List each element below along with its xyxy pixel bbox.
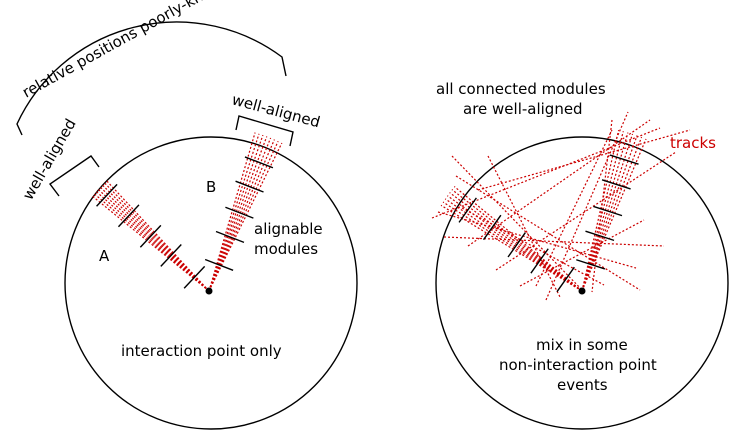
left-a-track-4 — [98, 189, 210, 292]
right-detector-circle — [435, 136, 729, 430]
right-b-module-2 — [585, 230, 615, 242]
left-panel: relative positions poorly-known well-ali… — [16, 0, 358, 430]
left-a-module-4 — [117, 204, 140, 228]
left-b-track-7 — [208, 140, 279, 292]
left-a-module-3 — [139, 224, 162, 248]
right-tracks — [431, 111, 691, 301]
tracks-label: tracks — [670, 134, 716, 152]
right-bottom-caption-line2: non-interaction point — [499, 356, 657, 374]
right-a-module-1 — [556, 266, 575, 293]
left-modules — [96, 156, 274, 289]
left-b-track-3 — [208, 134, 264, 292]
left-b-module-1 — [204, 258, 234, 271]
right-b-module-1 — [576, 259, 606, 270]
right-extra-track-9 — [477, 129, 691, 191]
right-a-track-7 — [453, 186, 583, 292]
poorly-known-bracket — [16, 21, 287, 136]
right-b-module-5 — [609, 154, 639, 165]
right-a-module-2 — [530, 248, 549, 274]
right-b-track-7 — [581, 138, 647, 292]
right-modules — [458, 154, 639, 293]
left-a-track-2 — [94, 193, 210, 292]
right-a-track-3 — [444, 198, 583, 292]
right-a-track-5 — [449, 192, 583, 292]
left-a-module-1 — [183, 265, 206, 289]
right-extra-track-12 — [495, 151, 677, 271]
left-a-track-5 — [100, 186, 210, 292]
right-extra-track-4 — [467, 119, 651, 247]
right-extra-track-14 — [461, 207, 605, 286]
right-extra-track-3 — [443, 236, 665, 247]
left-a-module-5 — [96, 183, 118, 207]
group-a-bracket-label: well-aligned — [19, 116, 80, 203]
group-a-name: A — [99, 247, 110, 265]
right-a-track-6 — [451, 189, 583, 292]
right-panel: all connected modules are well-aligned t… — [431, 80, 729, 430]
left-a-track-7 — [104, 182, 210, 292]
alignable-modules-label-line2: modules — [254, 240, 318, 258]
left-b-track-8 — [208, 142, 283, 292]
right-extra-track-11 — [455, 175, 641, 291]
right-a-module-5 — [458, 197, 477, 223]
right-bottom-caption-line1: mix in some — [536, 336, 628, 354]
right-a-module-4 — [482, 214, 502, 241]
left-a-module-2 — [160, 244, 182, 267]
left-caption: interaction point only — [121, 342, 282, 360]
right-a-track-1 — [440, 204, 583, 292]
left-b-module-4 — [235, 180, 264, 193]
right-extra-track-1 — [431, 127, 661, 219]
right-extra-track-10 — [545, 111, 629, 301]
left-detector-circle — [64, 136, 358, 430]
left-b-track-5 — [208, 137, 272, 292]
right-b-track-6 — [581, 136, 643, 292]
left-tracks — [92, 132, 283, 292]
left-b-module-5 — [244, 156, 274, 169]
right-b-module-3 — [593, 205, 623, 217]
right-extra-track-13 — [535, 129, 613, 287]
group-b-bracket-label: well-aligned — [230, 90, 322, 131]
alignable-modules-label-line1: alignable — [254, 220, 323, 238]
group-a-bracket — [49, 155, 100, 197]
right-interaction-point — [578, 287, 586, 295]
left-a-track-3 — [96, 191, 210, 292]
right-b-module-4 — [601, 179, 631, 190]
right-bottom-caption-line3: events — [557, 376, 608, 394]
left-interaction-point — [205, 287, 213, 295]
right-a-module-3 — [507, 232, 526, 258]
right-b-track-1 — [581, 129, 620, 292]
group-b-name: B — [206, 178, 216, 196]
right-extra-track-6 — [519, 219, 645, 287]
left-b-track-1 — [208, 132, 256, 292]
right-a-track-2 — [442, 201, 583, 292]
left-b-track-4 — [208, 136, 268, 292]
right-top-caption-line2: are well-aligned — [463, 100, 583, 118]
left-b-module-3 — [225, 206, 254, 219]
left-a-track-8 — [106, 180, 210, 292]
left-b-track-2 — [208, 133, 260, 292]
group-b-bracket — [235, 115, 294, 147]
left-b-module-2 — [215, 230, 245, 244]
right-b-track-2 — [581, 131, 624, 292]
right-extra-track-8 — [591, 119, 613, 293]
left-a-track-1 — [92, 195, 210, 292]
left-a-track-6 — [102, 184, 210, 292]
left-b-track-6 — [208, 139, 275, 292]
poorly-known-label: relative positions poorly-known — [19, 0, 233, 101]
right-top-caption-line1: all connected modules — [436, 80, 606, 98]
right-extra-track-2 — [451, 155, 585, 293]
